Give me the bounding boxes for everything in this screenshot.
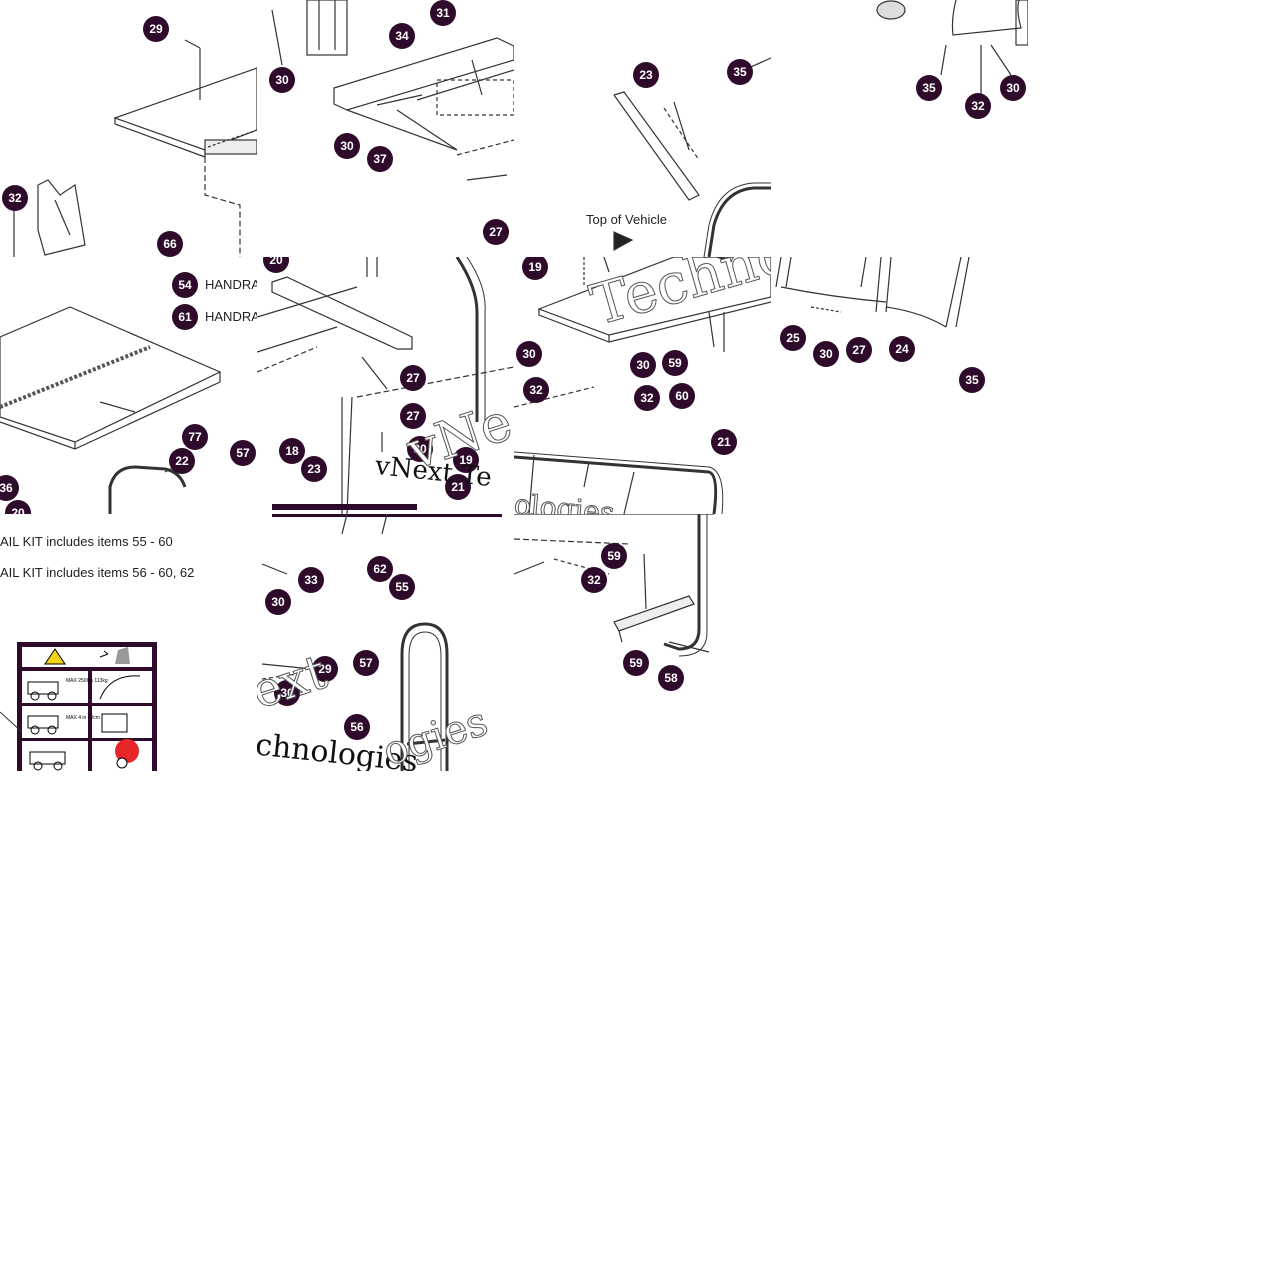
callout-32: 32 bbox=[523, 377, 549, 403]
callout-29: 29 bbox=[312, 656, 338, 682]
step-plate-drawing bbox=[514, 257, 771, 514]
callout-20: 20 bbox=[263, 257, 289, 273]
callout-27: 27 bbox=[846, 337, 872, 363]
warning-max-load-1: MAX 250lbs 113kg bbox=[66, 678, 108, 684]
callout-24: 24 bbox=[889, 336, 915, 362]
handrail-drawing bbox=[261, 514, 502, 771]
kit-note-line-1: AIL KIT includes items 55 - 60 bbox=[0, 534, 173, 549]
top-of-vehicle-label: Top of Vehicle bbox=[586, 212, 667, 227]
callout-30: 30 bbox=[813, 341, 839, 367]
callout-34: 34 bbox=[389, 23, 415, 49]
callout-30: 30 bbox=[516, 341, 542, 367]
diagram-tile-step-bracket: 59 32 59 58 bbox=[514, 514, 771, 771]
callout-32: 32 bbox=[965, 93, 991, 119]
kit-note-line-2: AIL KIT includes items 56 - 60, 62 bbox=[0, 565, 195, 580]
diagram-tile-crossbar: 20 27 27 18 23 30 19 21 vNext Te vNe bbox=[257, 257, 514, 514]
callout-54: 54 bbox=[172, 272, 198, 298]
diagram-tile-handrail-lid: 54 HANDRA 61 HANDRA 77 22 57 36 20 bbox=[0, 257, 257, 514]
callout-36: 36 bbox=[0, 475, 19, 501]
lid-drawing bbox=[0, 306, 222, 514]
tailgate-drawing bbox=[13, 39, 257, 257]
callout-35: 35 bbox=[727, 59, 753, 85]
callout-61: 61 bbox=[172, 304, 198, 330]
callout-21: 21 bbox=[711, 429, 737, 455]
diagram-tile-kit-notes: AIL KIT includes items 55 - 60 AIL KIT i… bbox=[0, 514, 257, 771]
handle-drawing bbox=[613, 57, 771, 257]
callout-77: 77 bbox=[182, 424, 208, 450]
callout-23: 23 bbox=[633, 62, 659, 88]
callout-57: 57 bbox=[230, 440, 256, 466]
callout-30: 30 bbox=[1000, 75, 1026, 101]
callout-29: 29 bbox=[143, 16, 169, 42]
callout-60: 60 bbox=[669, 383, 695, 409]
callout-30: 30 bbox=[407, 436, 433, 462]
warning-label: MAX 250lbs 113kg MAX 4 in 10cm bbox=[0, 642, 157, 771]
callout-32: 32 bbox=[581, 567, 607, 593]
callout-33: 33 bbox=[298, 567, 324, 593]
callout-27: 27 bbox=[400, 403, 426, 429]
callout-31: 31 bbox=[430, 0, 456, 26]
side-panel-drawing bbox=[876, 0, 1028, 95]
callout-30: 30 bbox=[274, 680, 300, 706]
callout-21: 21 bbox=[445, 474, 471, 500]
callout-27: 27 bbox=[400, 365, 426, 391]
callout-35: 35 bbox=[916, 75, 942, 101]
warning-max-load-2: MAX 4 in 10cm bbox=[66, 715, 100, 721]
callout-56: 56 bbox=[344, 714, 370, 740]
diagram-tile-tailgate-top: 29 32 66 bbox=[0, 0, 257, 257]
callout-19: 19 bbox=[453, 447, 479, 473]
callout-62: 62 bbox=[367, 556, 393, 582]
callout-27: 27 bbox=[483, 219, 509, 245]
callout-57: 57 bbox=[353, 650, 379, 676]
callout-18: 18 bbox=[279, 438, 305, 464]
callout-30: 30 bbox=[269, 67, 295, 93]
handrail-label-61: HANDRA bbox=[205, 309, 257, 324]
diagram-tile-curved-panel: 25 30 27 24 35 bbox=[771, 257, 1028, 514]
callout-59: 59 bbox=[662, 350, 688, 376]
callout-58: 58 bbox=[658, 665, 684, 691]
callout-59: 59 bbox=[623, 650, 649, 676]
callout-59: 59 bbox=[601, 543, 627, 569]
crossbar-drawing bbox=[257, 257, 514, 514]
callout-32: 32 bbox=[634, 385, 660, 411]
callout-30: 30 bbox=[334, 133, 360, 159]
frame-drawing bbox=[271, 0, 514, 181]
callout-20: 20 bbox=[5, 500, 31, 514]
callout-25: 25 bbox=[780, 325, 806, 351]
callout-30: 30 bbox=[265, 589, 291, 615]
diagram-tile-step-plate: 19 30 32 30 59 32 60 21 Techno ologies bbox=[514, 257, 771, 514]
callout-19: 19 bbox=[522, 257, 548, 280]
handrail-label-54: HANDRA bbox=[205, 277, 257, 292]
callout-32: 32 bbox=[2, 185, 28, 211]
callout-35: 35 bbox=[959, 367, 985, 393]
callout-22: 22 bbox=[169, 448, 195, 474]
diagram-tile-top-of-vehicle: 23 35 Top of Vehicle bbox=[514, 0, 771, 257]
callout-66: 66 bbox=[157, 231, 183, 257]
callout-55: 55 bbox=[389, 574, 415, 600]
callout-30: 30 bbox=[630, 352, 656, 378]
diagram-tile-handrail-assembly: 33 30 62 55 57 29 30 56 ext chnologies o… bbox=[257, 514, 514, 771]
callout-37: 37 bbox=[367, 146, 393, 172]
diagram-tile-side-panel: 35 32 30 bbox=[771, 0, 1028, 257]
step-bracket-drawing bbox=[514, 514, 714, 657]
curved-panel-drawing bbox=[775, 257, 970, 328]
callout-23: 23 bbox=[301, 456, 327, 482]
diagram-tile-frame-brackets: 31 34 30 30 37 27 bbox=[257, 0, 514, 257]
